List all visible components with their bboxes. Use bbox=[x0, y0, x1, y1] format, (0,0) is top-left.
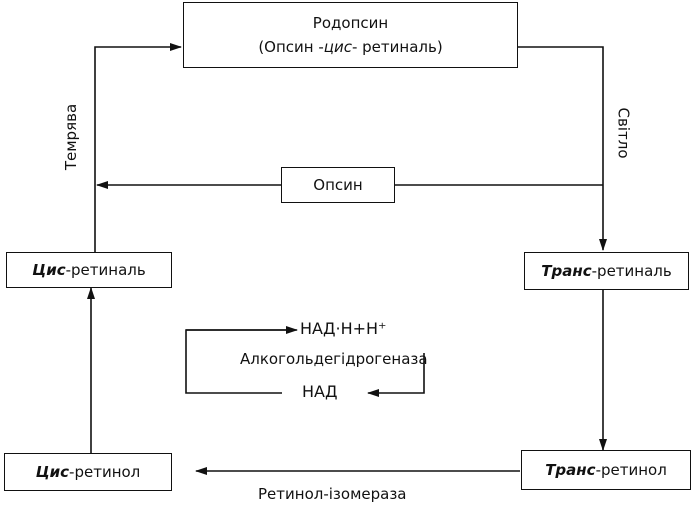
dark-arrow bbox=[94, 43, 182, 252]
isomerase-label: Ретинол-ізомераза bbox=[258, 485, 407, 503]
cis-retinol-label: Цис-ретинол bbox=[5, 463, 171, 481]
rhodopsin-subtitle: (Опсин -цис- ретиналь) bbox=[184, 38, 517, 56]
rhodopsin-sub-c: - ретиналь) bbox=[351, 38, 443, 56]
trans-retinal-box: Транс-ретиналь bbox=[524, 252, 689, 290]
enzyme-bracket-right bbox=[367, 353, 425, 397]
opsin-box: Опсин bbox=[281, 167, 395, 203]
light-label: Світло bbox=[614, 107, 633, 159]
rhodopsin-sub-cis: цис bbox=[323, 38, 352, 56]
rhodopsin-box: Родопсин (Опсин -цис- ретиналь) bbox=[183, 2, 518, 68]
cis-retinol-suffix: -ретинол bbox=[69, 463, 141, 481]
light-arrow bbox=[518, 46, 607, 251]
trans-retinal-label: Транс-ретиналь bbox=[525, 262, 688, 280]
trans-retinol-label: Транс-ретинол bbox=[522, 461, 690, 479]
nadh-label: НАД·Н+Н⁺ bbox=[300, 319, 387, 338]
trans-retinol-prefix: Транс bbox=[545, 461, 596, 479]
nad-label: НАД bbox=[302, 382, 338, 401]
rhodopsin-title: Родопсин bbox=[312, 14, 389, 32]
rhodopsin-sub-a: (Опсин - bbox=[258, 38, 324, 56]
cis-retinol-box: Цис-ретинол bbox=[4, 453, 172, 491]
trans-retinol-box: Транс-ретинол bbox=[521, 450, 691, 490]
cis-retinal-suffix: -ретиналь bbox=[65, 261, 146, 279]
opsin-label: Опсин bbox=[313, 176, 363, 194]
trans-retinol-suffix: -ретинол bbox=[595, 461, 667, 479]
cis-retinol-prefix: Цис bbox=[35, 463, 70, 481]
dark-label: Темрява bbox=[62, 103, 81, 171]
cis-retinal-box: Цис-ретиналь bbox=[6, 252, 172, 288]
trans-retinal-suffix: -ретиналь bbox=[591, 262, 672, 280]
cis-retinal-prefix: Цис bbox=[32, 261, 66, 279]
trans-retinal-prefix: Транс bbox=[541, 262, 592, 280]
cis-retinal-label: Цис-ретиналь bbox=[7, 261, 171, 279]
enzyme-name: Алкогольдегідрогеназа bbox=[240, 350, 428, 368]
